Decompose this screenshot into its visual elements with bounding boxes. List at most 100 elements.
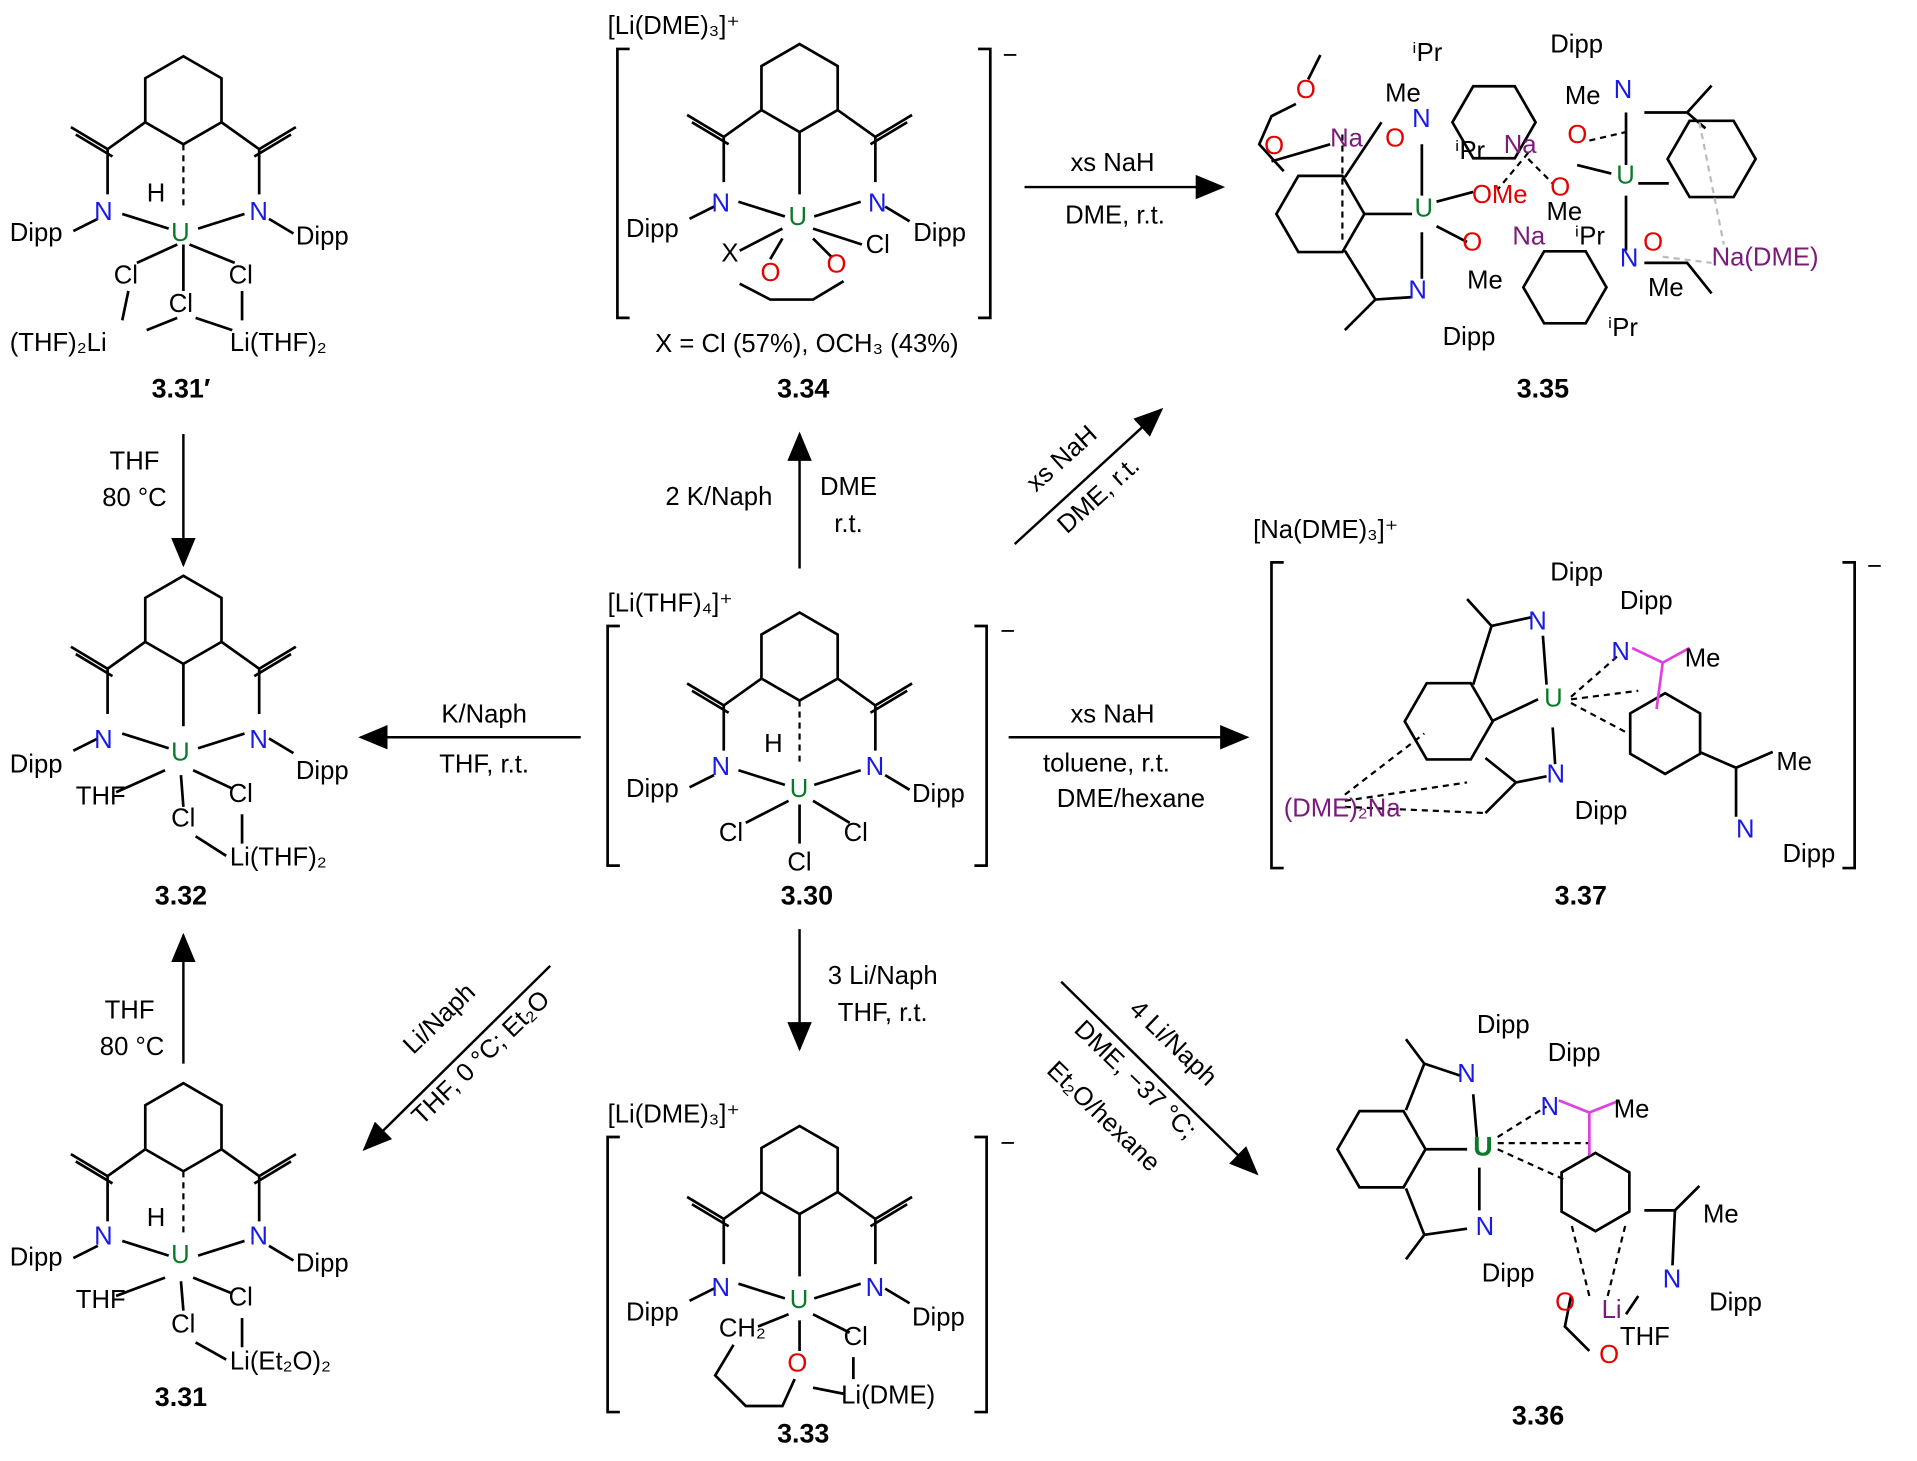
atom-label: N xyxy=(1611,638,1630,666)
bond xyxy=(760,42,840,134)
atom-label: Dipp xyxy=(626,775,679,803)
bond xyxy=(143,1081,223,1173)
atom-label: N xyxy=(1476,1213,1495,1241)
atom-label: O xyxy=(1643,229,1663,257)
bond xyxy=(1344,653,1639,815)
bond xyxy=(686,108,786,218)
bond xyxy=(686,677,786,787)
atom-label: Na xyxy=(1504,131,1538,159)
compound-label: 3.37 xyxy=(1555,881,1607,911)
bond xyxy=(72,217,295,235)
bond xyxy=(1257,54,1331,173)
bond xyxy=(1274,174,1366,254)
atom-label: Cl xyxy=(719,819,743,847)
atom-label: N xyxy=(1620,245,1639,273)
atom-label: O xyxy=(1296,76,1316,104)
atom-label: Cl xyxy=(229,780,253,808)
atom-label: Dipp xyxy=(913,219,966,247)
condition: xs NaH xyxy=(1070,701,1154,729)
atom-label: Cl xyxy=(171,1311,195,1339)
atom-label: Me xyxy=(1703,1201,1739,1229)
atom-label: Cl xyxy=(114,262,138,290)
atom-label: Cl xyxy=(229,262,253,290)
atom-label: Na xyxy=(1512,223,1546,251)
bond xyxy=(1404,1038,1701,1352)
atom-label: Li xyxy=(1602,1296,1622,1324)
bond xyxy=(143,574,223,666)
bond xyxy=(197,121,297,230)
bond xyxy=(688,205,911,223)
compound-3-36: Dipp N Dipp N Me U N Dipp Me N Dipp O Li… xyxy=(1457,1011,1762,1430)
atom-label: N xyxy=(866,1274,885,1302)
atom-label: U xyxy=(1415,194,1434,222)
substituent-note: X = Cl (57%), OCH₃ (43%) xyxy=(655,330,958,358)
bond xyxy=(1558,1099,1621,1156)
condition: r.t. xyxy=(834,510,863,538)
atom-label: N xyxy=(1457,1060,1476,1088)
compound-label: 3.33 xyxy=(777,1419,829,1449)
atom-label: Cl xyxy=(229,1284,253,1312)
condition: toluene, r.t. xyxy=(1043,749,1170,777)
bond xyxy=(688,773,911,791)
counter-cation: [Na(DME)₃]⁺ xyxy=(1253,516,1398,544)
atom-label: N xyxy=(1547,760,1566,788)
atom-label: Dipp xyxy=(1477,1011,1530,1039)
atom-label: O xyxy=(1462,229,1482,257)
atom-label: O xyxy=(760,259,780,287)
atom-label: Me xyxy=(1648,274,1684,302)
condition: DME/hexane xyxy=(1057,785,1205,813)
bond xyxy=(1631,646,1691,710)
charge: − xyxy=(1000,617,1015,645)
atom-label: Me xyxy=(1385,79,1421,107)
atom-label: Na(DME) xyxy=(1712,243,1819,271)
charge: − xyxy=(1000,1130,1015,1158)
bond xyxy=(1662,122,1725,264)
bond xyxy=(739,227,863,301)
atom-label: OMe xyxy=(1472,181,1528,209)
atom-label: Me xyxy=(1547,198,1583,226)
atom-label: H xyxy=(147,1204,166,1232)
compound-3-30: [Li(THF)₄]⁺ − H N N Dipp Dipp U Cl Cl Cl… xyxy=(608,589,1015,910)
atom-label: (THF)₂Li xyxy=(10,329,107,357)
condition: 2 K/Naph xyxy=(665,483,772,511)
bond xyxy=(1466,598,1774,817)
atom-label: CH₂ xyxy=(719,1314,766,1342)
condition: 3 Li/Naph xyxy=(828,962,938,990)
atom-label: O xyxy=(1550,174,1570,202)
compound-label: 3.31′ xyxy=(152,373,211,403)
compound-3-31: H N N Dipp Dipp U THF Cl Cl Li(Et₂O)₂ 3.… xyxy=(10,1204,349,1412)
atom-label: U xyxy=(171,1241,190,1269)
condition: DME xyxy=(820,473,877,501)
atom-label: N xyxy=(868,190,887,218)
atom-label: N xyxy=(94,726,113,754)
atom-label: Me xyxy=(1565,82,1601,110)
atom-label: ⁱPr xyxy=(1575,223,1606,251)
atom-label: O xyxy=(787,1350,807,1378)
atom-label: Dipp xyxy=(1482,1259,1535,1287)
compound-label: 3.30 xyxy=(781,881,833,911)
atom-label: Dipp xyxy=(10,1243,63,1271)
atom-label: U xyxy=(789,203,808,231)
atom-label: N xyxy=(866,753,885,781)
atom-label: N xyxy=(1528,608,1547,636)
atom-label: ⁱPr xyxy=(1608,314,1639,342)
atom-label: O xyxy=(1555,1289,1575,1317)
brackets xyxy=(606,47,1856,1414)
atom-label: THF xyxy=(76,782,126,810)
condition: THF, r.t. xyxy=(439,751,529,779)
reaction-arrows xyxy=(171,174,1259,1176)
compound-label: 3.34 xyxy=(777,373,829,403)
compound-label: 3.31 xyxy=(155,1382,207,1412)
bond xyxy=(1666,119,1758,199)
atom-label: Cl xyxy=(844,819,868,847)
bond xyxy=(745,799,851,844)
atom-label: U xyxy=(171,219,190,247)
bond xyxy=(70,640,170,750)
compound-3-35: Na O O O Me N ⁱPr ⁱPr Na O O Dipp Me N U… xyxy=(1264,31,1818,404)
bond xyxy=(1497,1105,1628,1297)
atom-label: Dipp xyxy=(912,1303,965,1331)
atom-label: N xyxy=(1408,276,1427,304)
condition: 80 °C xyxy=(100,1033,164,1061)
atom-label: Dipp xyxy=(10,751,63,779)
bond xyxy=(1403,681,1495,761)
